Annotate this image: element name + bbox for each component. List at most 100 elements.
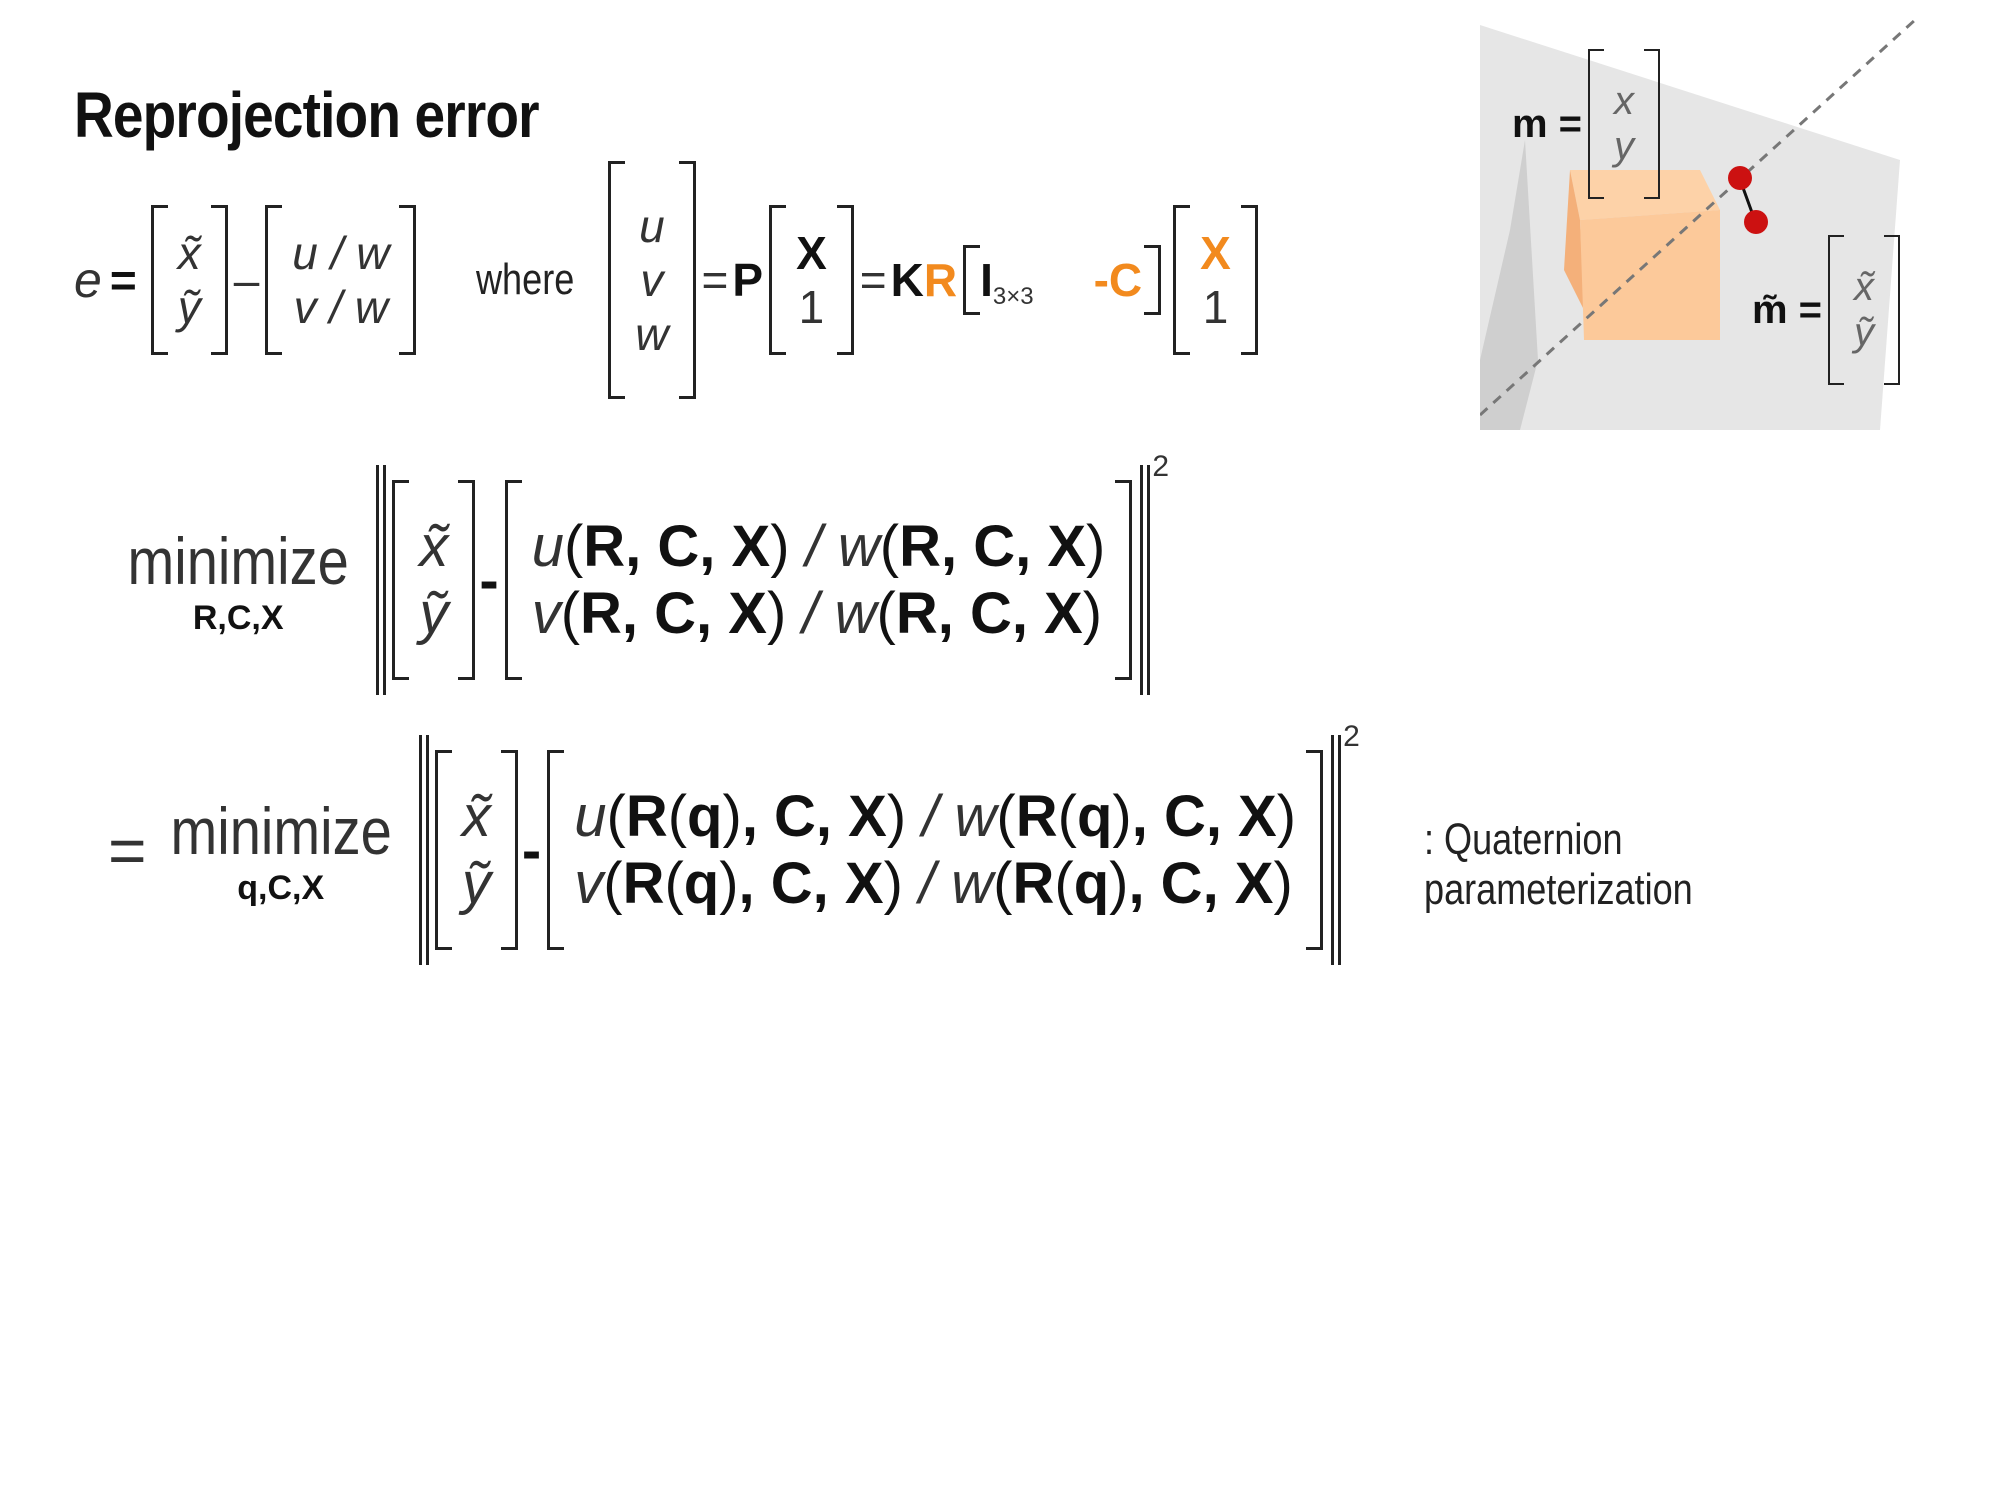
w-entry: w xyxy=(635,308,669,360)
rotation-R: R xyxy=(622,851,665,916)
quaternion-q: q xyxy=(1076,784,1113,849)
y-tilde: ỹ xyxy=(177,281,201,333)
rotation-matrix-R: R xyxy=(923,254,958,306)
m-vector: x y xyxy=(1588,49,1661,199)
x-tilde: x̃ xyxy=(419,514,449,579)
y-tilde-entry: ỹ xyxy=(1854,310,1875,354)
minimize-word: minimize xyxy=(170,793,392,868)
v-over-w: v / w xyxy=(293,281,389,333)
y-entry: y xyxy=(1614,124,1635,168)
equals-prefix: = xyxy=(108,813,147,887)
projected-point xyxy=(1728,166,1752,190)
row-u: u(R(q), C, X) / w(R(q), C, X) xyxy=(574,784,1297,849)
quaternion-q: q xyxy=(687,784,723,849)
projection-figure-graphic xyxy=(1478,18,1917,430)
divide: / xyxy=(789,514,838,579)
projection-vector: u(R, C, X) / w(R, C, X) v(R, C, X) / w(R… xyxy=(504,480,1133,680)
x-tilde: x̃ xyxy=(177,227,201,279)
func-v: v xyxy=(531,581,561,646)
uvw-vector: u v w xyxy=(608,161,696,399)
equals-sign-2: = xyxy=(701,254,729,306)
projection-ray xyxy=(1478,18,1917,417)
row-v: v(R(q), C, X) / w(R(q), C, X) xyxy=(574,851,1293,916)
x-entry: x xyxy=(1614,79,1635,123)
box-side xyxy=(1564,170,1584,310)
minimization-equation: minimize R,C,X x̃ ỹ - u(R, C, X) / w(R, … xyxy=(108,450,1169,700)
identity-block-close xyxy=(1144,245,1162,315)
observed-vector: x̃ ỹ xyxy=(392,480,476,680)
quaternion-q: q xyxy=(1073,851,1110,916)
point-X-orange: X xyxy=(1200,227,1231,279)
minimize-word: minimize xyxy=(127,523,349,598)
identity-matrix-I: I xyxy=(980,254,993,306)
args: R, C, X xyxy=(895,581,1083,646)
shadow-shape xyxy=(1480,140,1538,430)
rotation-R: R xyxy=(1012,851,1055,916)
func-w: w xyxy=(837,514,880,579)
power-two: 2 xyxy=(1152,450,1170,483)
minus-sign: - xyxy=(479,547,499,613)
box-front xyxy=(1580,210,1720,340)
u-over-w: u / w xyxy=(292,227,390,279)
quaternion-note: : Quaternion parameterization xyxy=(1424,815,1693,914)
point-X: X xyxy=(796,227,827,279)
camera-center-negC: -C xyxy=(1093,254,1143,306)
args: R, C, X xyxy=(580,581,767,646)
projection-figure: m = x y m̃ = x̃ ỹ xyxy=(1478,10,1940,430)
identity-block xyxy=(963,245,981,315)
m-vector-label: m = x y xyxy=(1512,44,1666,204)
minimize-subscript: q,C,X xyxy=(237,868,325,907)
x-tilde: x̃ xyxy=(461,784,491,849)
homogeneous-point-vector-2: X 1 xyxy=(1173,205,1258,355)
args: , C, X xyxy=(741,784,887,849)
args: R, C, X xyxy=(583,514,771,579)
error-symbol: e xyxy=(74,252,102,308)
m-tilde-label: m̃ = xyxy=(1752,287,1823,332)
divide: / xyxy=(906,784,955,849)
minus-sign: - xyxy=(521,817,542,883)
func-v: v xyxy=(574,851,604,916)
one-entry: 1 xyxy=(798,281,825,333)
minimize-operator: minimize R,C,X xyxy=(108,523,368,638)
intrinsic-matrix-K: K xyxy=(890,254,924,306)
row-v: v(R, C, X) / w(R, C, X) xyxy=(531,581,1103,646)
divide: / xyxy=(902,851,952,916)
minus-sign: – xyxy=(233,254,260,306)
v-entry: v xyxy=(640,254,664,306)
divide: / xyxy=(786,581,835,646)
observed-point xyxy=(1744,210,1768,234)
args: , C, X xyxy=(1128,851,1274,916)
func-u: u xyxy=(531,514,564,579)
x-tilde-entry: x̃ xyxy=(1854,265,1875,309)
y-tilde: ỹ xyxy=(461,851,491,916)
observed-vector: x̃ ỹ xyxy=(434,750,518,950)
m-tilde-vector: x̃ ỹ xyxy=(1828,235,1901,385)
where-word: where xyxy=(476,255,575,304)
y-tilde: ỹ xyxy=(419,581,449,646)
squared-norm: x̃ ỹ - u(R, C, X) / w(R, C, X) v(R, C, X… xyxy=(374,465,1152,695)
func-u: u xyxy=(574,784,607,849)
m-label: m = xyxy=(1512,101,1583,146)
args: , C, X xyxy=(738,851,884,916)
minimize-subscript: R,C,X xyxy=(192,598,284,637)
projected-point-vector: u / w v / w xyxy=(265,205,417,355)
minimize-operator: minimize q,C,X xyxy=(151,793,411,908)
squared-norm: x̃ ỹ - u(R(q), C, X) / w(R(q), C, X) v(R… xyxy=(417,735,1343,965)
rotation-R: R xyxy=(1015,784,1058,849)
box-top xyxy=(1570,170,1720,220)
m-tilde-vector-label: m̃ = x̃ ỹ xyxy=(1752,230,1906,390)
args: R, C, X xyxy=(899,514,1087,579)
power-two: 2 xyxy=(1343,720,1360,753)
func-w: w xyxy=(954,784,997,849)
rotation-R: R xyxy=(625,784,668,849)
quaternion-minimization-equation: = minimize q,C,X x̃ ỹ - u(R(q), C, X) / … xyxy=(108,720,1360,970)
one-entry-2: 1 xyxy=(1202,281,1229,333)
quaternion-q: q xyxy=(683,851,720,916)
row-u: u(R, C, X) / w(R, C, X) xyxy=(531,514,1106,579)
homogeneous-point-vector: X 1 xyxy=(769,205,854,355)
reprojection-error-equation: e = x̃ ỹ – u / w v / w where u v w = P X… xyxy=(74,150,1264,410)
equals-sign-3: = xyxy=(859,254,887,306)
projection-vector: u(R(q), C, X) / w(R(q), C, X) v(R(q), C,… xyxy=(547,750,1324,950)
identity-subscript: 3×3 xyxy=(992,283,1034,310)
slide-title: Reprojection error xyxy=(74,79,540,151)
